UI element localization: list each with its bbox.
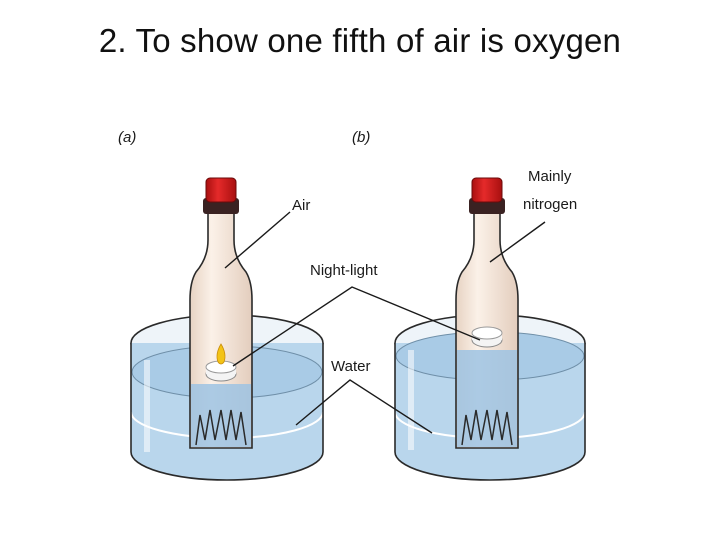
dish-b-front-outline bbox=[394, 343, 586, 481]
leader-lines bbox=[224, 211, 546, 434]
bottle-b-night-light-top bbox=[471, 326, 503, 340]
bottle-b-bottom-waves bbox=[461, 409, 513, 446]
leader-water bbox=[295, 379, 433, 434]
label-night-light: Night-light bbox=[310, 262, 378, 279]
leader-night-light bbox=[232, 286, 481, 367]
label-water: Water bbox=[331, 358, 370, 375]
label-mainly: Mainly bbox=[528, 168, 572, 185]
dish-b-highlight bbox=[408, 350, 414, 450]
bottle-b-inner-water bbox=[457, 350, 517, 447]
label-air: Air bbox=[292, 197, 310, 214]
bottle-a bbox=[189, 177, 253, 449]
bottle-a-cap bbox=[205, 177, 237, 203]
panel-b-label: (b) bbox=[352, 129, 370, 146]
leader-nitrogen bbox=[489, 221, 546, 263]
dish-a-front-outline bbox=[130, 343, 324, 481]
leader-air bbox=[224, 211, 291, 269]
panel-a-label: (a) bbox=[118, 129, 136, 146]
dish-a-highlight bbox=[144, 360, 150, 452]
dish-fronts bbox=[130, 343, 586, 481]
flame-icon bbox=[216, 343, 226, 365]
slide-title: 2. To show one fifth of air is oxygen bbox=[98, 22, 622, 59]
bottle-b-cap bbox=[471, 177, 503, 203]
label-nitrogen: nitrogen bbox=[523, 196, 577, 213]
bottle-b bbox=[455, 177, 519, 449]
bottle-a-bottom-waves bbox=[195, 409, 247, 446]
